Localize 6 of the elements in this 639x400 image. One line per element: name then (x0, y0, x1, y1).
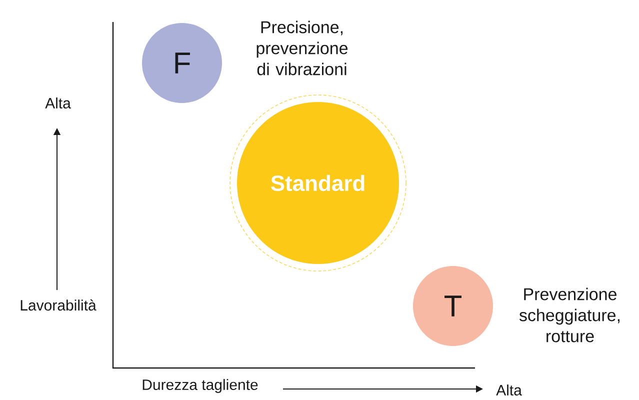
axis-label: Alta (496, 384, 522, 396)
axis-label: Lavorabilità (20, 299, 96, 311)
description-text: Precisione, prevenzione di vibrazioni (256, 20, 348, 76)
axis-label: Alta (45, 98, 71, 108)
axis-label: Durezza tagliente (142, 379, 258, 393)
description-text: Prevenzione scheggiature, rotture (519, 288, 620, 342)
